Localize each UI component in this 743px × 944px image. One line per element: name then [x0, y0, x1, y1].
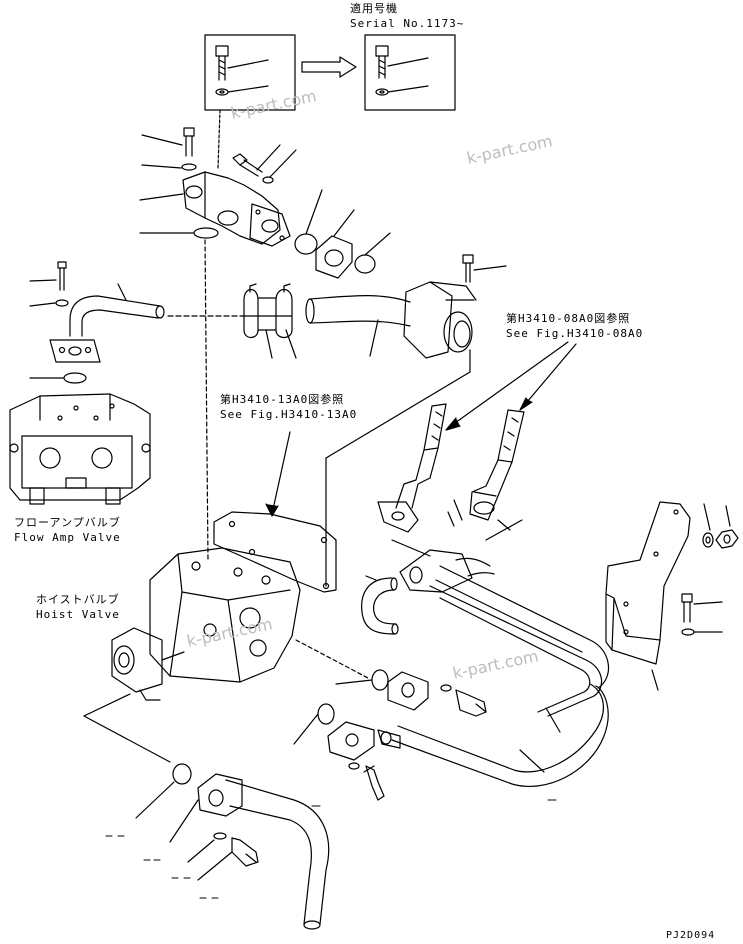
- elbow-fitting-assembly: [139, 127, 297, 247]
- leader-marks: [105, 799, 557, 899]
- hose-clamps: [243, 283, 297, 359]
- flow-amp-valve-label-jp: フローアンプバルブ: [14, 516, 121, 529]
- hoist-valve-label-en: Hoist Valve: [36, 608, 120, 621]
- fig-13-ref-jp: 第H3410-13A0図参照: [220, 393, 345, 406]
- support-bracket: [605, 501, 739, 691]
- flow-amp-valve: [9, 393, 151, 505]
- o-ring-leaders: [83, 693, 171, 763]
- hoist-valve-label-jp: ホイストバルブ: [36, 593, 120, 606]
- fig-08-ref-jp: 第H3410-08A0図参照: [506, 312, 631, 325]
- lower-flanges: [293, 669, 487, 801]
- serial-label-en: Serial No.1173~: [350, 17, 465, 30]
- drawing-code: PJ2D094: [666, 930, 716, 941]
- lower-suction-pipe: [135, 763, 330, 930]
- replacement-arrow: [301, 56, 357, 78]
- flow-amp-valve-label-en: Flow Amp Valve: [14, 531, 121, 544]
- split-flange: [294, 189, 391, 279]
- return-pipe-loop: [361, 519, 610, 788]
- after-inset: [364, 34, 456, 111]
- flexible-hose: [305, 281, 477, 587]
- serial-label-jp: 適用号機: [350, 2, 398, 15]
- fig-08-ref-en: See Fig.H3410-08A0: [506, 327, 644, 340]
- hoist-valve: [111, 547, 301, 701]
- bracket-bolt: [462, 254, 507, 283]
- before-inset: [204, 34, 296, 111]
- valve-cover-plate: [213, 431, 337, 593]
- left-hose-assembly: [29, 261, 247, 384]
- fig-13-ref-en: See Fig.H3410-13A0: [220, 408, 358, 421]
- hoist-hoses: [377, 341, 577, 533]
